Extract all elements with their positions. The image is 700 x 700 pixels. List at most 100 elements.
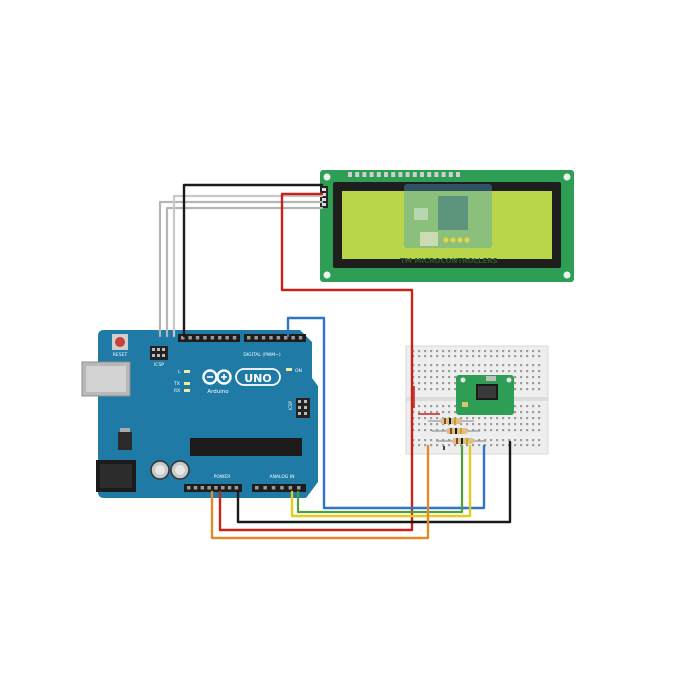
breadboard-hole <box>418 370 421 373</box>
breadboard-hole <box>478 350 481 353</box>
power-pin <box>234 486 239 490</box>
lcd-header-pin <box>405 172 410 177</box>
analog-pin <box>288 486 293 490</box>
breadboard-hole <box>490 370 493 373</box>
lcd-header-pin <box>348 172 352 177</box>
voltage-regulator <box>118 432 132 450</box>
breadboard-hole <box>514 439 517 442</box>
breadboard-hole <box>430 444 433 447</box>
breadboard-hole <box>526 364 529 367</box>
breadboard-hole <box>454 370 457 373</box>
breadboard-hole <box>472 417 475 420</box>
breadboard-hole <box>538 439 541 442</box>
analog-pin <box>271 486 276 490</box>
breadboard-hole <box>538 355 541 358</box>
breadboard-hole <box>514 417 517 420</box>
breadboard-hole <box>514 364 517 367</box>
breadboard-hole <box>502 355 505 358</box>
breadboard-hole <box>490 444 493 447</box>
lcd-header-pin <box>448 172 453 177</box>
breadboard-hole <box>520 439 523 442</box>
breadboard-hole <box>514 388 517 391</box>
breadboard-hole <box>532 382 535 385</box>
status-leds <box>184 368 292 392</box>
lcd-i2c-pins <box>320 186 328 208</box>
sensor-module <box>456 375 514 415</box>
breadboard-hole <box>454 388 457 391</box>
breadboard-hole <box>442 388 445 391</box>
lcd-header-pin <box>384 172 388 177</box>
breadboard-hole <box>430 405 433 408</box>
breadboard-hole <box>424 364 427 367</box>
analog-pin <box>255 486 259 490</box>
breadboard-hole <box>442 350 445 353</box>
breadboard-hole <box>514 405 517 408</box>
breadboard-hole <box>460 350 463 353</box>
lcd-label: TM MICROCONTROLLERS <box>400 257 497 265</box>
breadboard-hole <box>430 417 433 420</box>
breadboard-hole <box>454 405 457 408</box>
breadboard-hole <box>472 429 475 432</box>
breadboard-hole <box>436 411 439 414</box>
lcd-header-pin <box>369 172 374 177</box>
breadboard-hole <box>484 350 487 353</box>
icsp-label: ICSP <box>154 362 164 368</box>
breadboard-hole <box>460 444 463 447</box>
breadboard-hole <box>538 370 541 373</box>
breadboard-hole <box>502 417 505 420</box>
breadboard-hole <box>490 439 493 442</box>
breadboard-hole <box>454 444 457 447</box>
breadboard-hole <box>442 411 445 414</box>
breadboard-hole <box>532 364 535 367</box>
breadboard-jumpers <box>413 386 445 450</box>
breadboard-hole <box>454 423 457 426</box>
lcd-top-header <box>348 172 460 177</box>
breadboard-hole <box>520 444 523 447</box>
breadboard-hole <box>538 411 541 414</box>
breadboard-hole <box>442 423 445 426</box>
breadboard-hole <box>520 376 523 379</box>
breadboard-hole <box>502 364 505 367</box>
breadboard-hole <box>442 376 445 379</box>
breadboard-hole <box>484 444 487 447</box>
breadboard-hole <box>472 355 475 358</box>
breadboard-hole <box>496 417 499 420</box>
power-header-label: POWER <box>214 474 231 480</box>
breadboard-hole <box>466 350 469 353</box>
digital-pin <box>276 336 281 340</box>
wire-gray-scl <box>165 206 324 338</box>
breadboard-hole <box>454 350 457 353</box>
breadboard-hole <box>532 444 535 447</box>
breadboard-hole <box>436 405 439 408</box>
breadboard-hole <box>424 439 427 442</box>
analog-header <box>252 484 306 492</box>
breadboard-hole <box>496 444 499 447</box>
breadboard-hole <box>490 417 493 420</box>
breadboard-hole <box>520 411 523 414</box>
breadboard-hole <box>442 405 445 408</box>
breadboard-hole <box>514 444 517 447</box>
analog-pin <box>280 486 284 490</box>
lcd-mount-hole <box>323 271 331 279</box>
breadboard-hole <box>430 423 433 426</box>
digital-header-label: DIGITAL (PWM~) <box>243 352 281 358</box>
reset-label: RESET <box>113 352 128 358</box>
breadboard-hole <box>454 364 457 367</box>
breadboard-hole <box>430 370 433 373</box>
breadboard-hole <box>418 417 421 420</box>
breadboard-hole <box>436 417 439 420</box>
breadboard-hole <box>430 429 433 432</box>
breadboard-hole <box>532 423 535 426</box>
breadboard-hole <box>538 376 541 379</box>
capacitors <box>150 460 190 480</box>
breadboard-hole <box>496 429 499 432</box>
analog-pin <box>263 486 267 490</box>
breadboard-hole <box>442 370 445 373</box>
breadboard-hole <box>436 382 439 385</box>
breadboard-hole <box>472 444 475 447</box>
breadboard-hole <box>436 355 439 358</box>
breadboard-hole <box>448 388 451 391</box>
wire-black-lcd-gnd <box>182 183 324 338</box>
icsp-header-right <box>296 398 310 418</box>
